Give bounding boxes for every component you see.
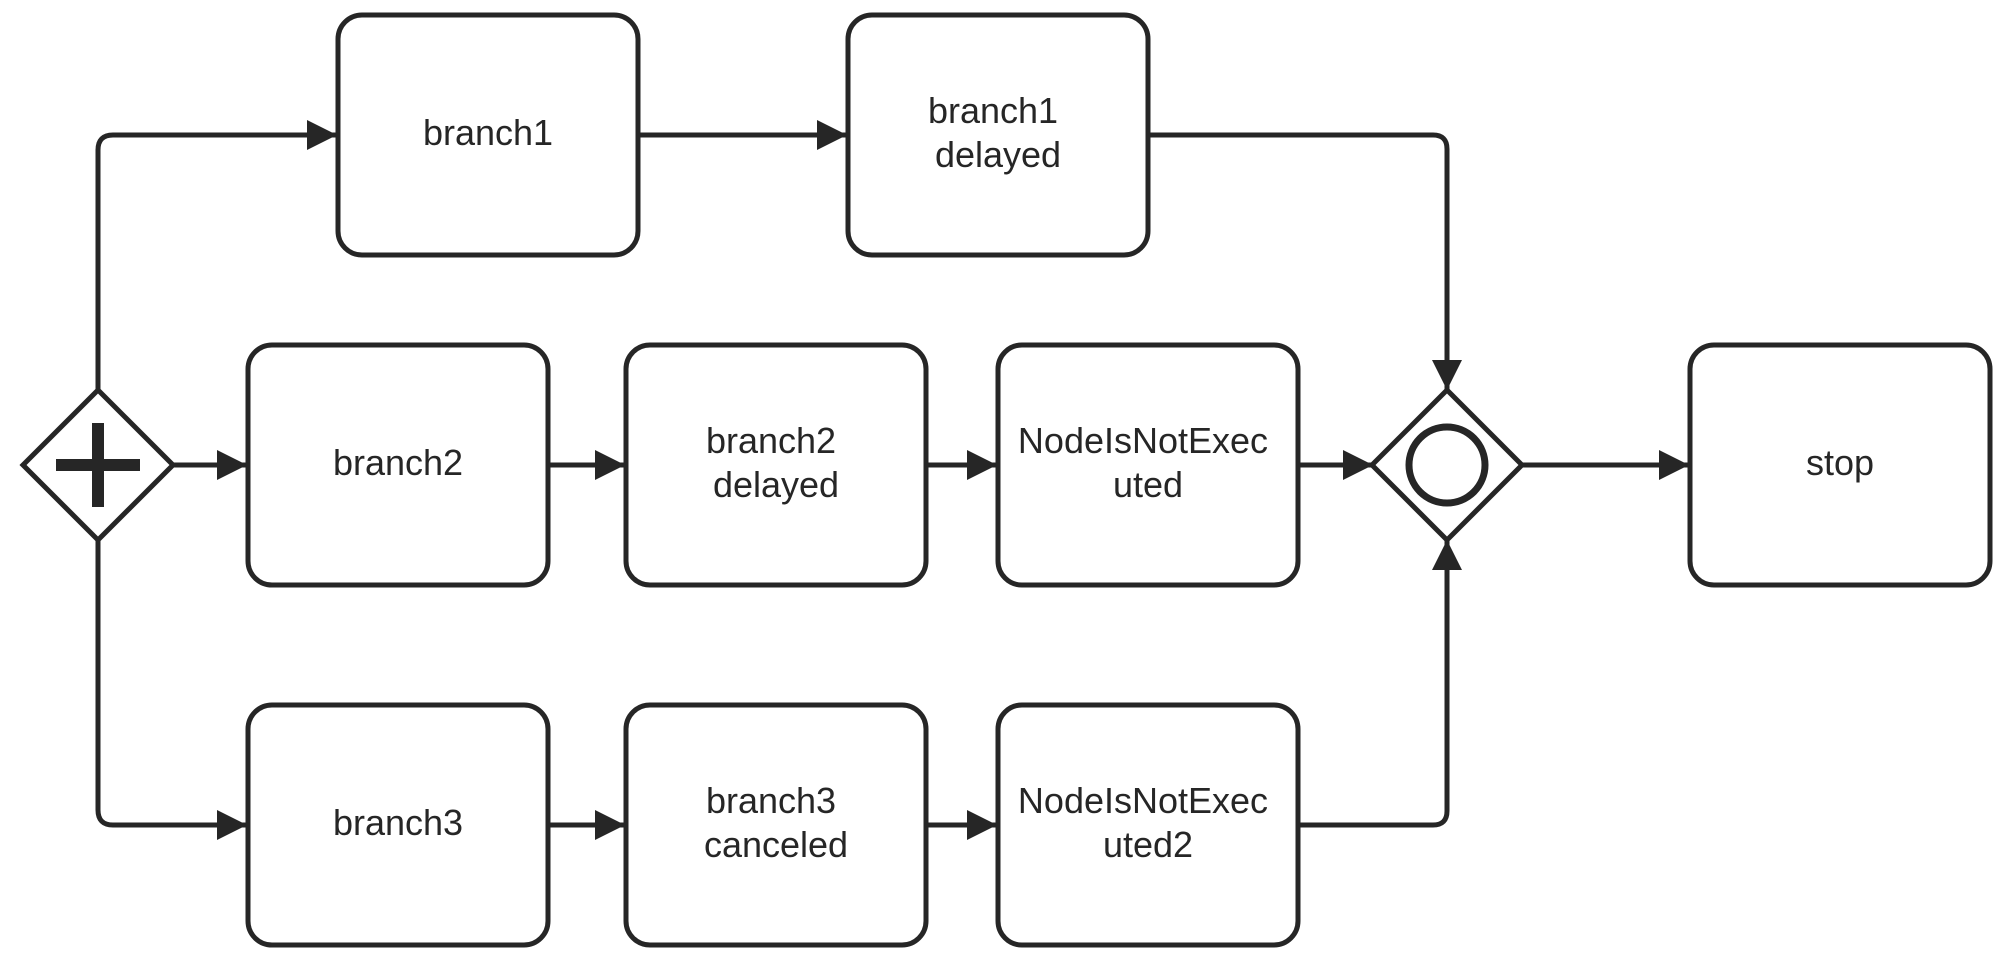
task-label-line: delayed: [713, 464, 839, 505]
inclusive-gateway[interactable]: [1368, 386, 1526, 544]
task-label: branch2 delayed: [706, 420, 846, 505]
task-label-line: branch2: [333, 442, 463, 483]
parallel-gateway[interactable]: [19, 386, 177, 544]
task-stop[interactable]: stop: [1687, 342, 1993, 588]
plus-icon: [56, 423, 140, 507]
task-label: NodeIsNotExec uted2: [1018, 780, 1278, 865]
task-label-line: NodeIsNotExec: [1018, 420, 1268, 461]
task-node-is-not-executed2[interactable]: NodeIsNotExec uted2: [995, 702, 1301, 948]
task-label-line: branch1: [423, 112, 553, 153]
task-label: branch1 delayed: [928, 90, 1068, 175]
task-branch3[interactable]: branch3: [245, 702, 551, 948]
task-label-line: uted2: [1103, 824, 1193, 865]
task-label-line: uted: [1113, 464, 1183, 505]
flow-branch1-delayed-to-join: [1148, 132, 1462, 390]
flow-split-to-branch1: [95, 120, 337, 390]
circle-icon: [1405, 423, 1489, 507]
task-label-line: NodeIsNotExec: [1018, 780, 1268, 821]
task-label-line: canceled: [704, 824, 848, 865]
task-branch1[interactable]: branch1: [335, 12, 641, 258]
task-label-line: branch3: [706, 780, 836, 821]
task-label: branch3: [333, 802, 463, 843]
task-label: stop: [1806, 442, 1874, 483]
task-label-line: branch3: [333, 802, 463, 843]
task-branch3-canceled[interactable]: branch3 canceled: [623, 702, 929, 948]
task-branch2-delayed[interactable]: branch2 delayed: [623, 342, 929, 588]
task-label: NodeIsNotExec uted: [1018, 420, 1278, 505]
task-label-line: delayed: [935, 134, 1061, 175]
task-label-line: branch1: [928, 90, 1058, 131]
flow-node2-to-join: [1298, 540, 1462, 828]
task-node-is-not-executed[interactable]: NodeIsNotExec uted: [995, 342, 1301, 588]
task-label: branch2: [333, 442, 463, 483]
task-label: branch1: [423, 112, 553, 153]
task-branch1-delayed[interactable]: branch1 delayed: [845, 12, 1151, 258]
flow-split-to-branch3: [95, 540, 247, 840]
task-label-line: branch2: [706, 420, 836, 461]
task-label: branch3 canceled: [704, 780, 848, 865]
task-branch2[interactable]: branch2: [245, 342, 551, 588]
task-label-line: stop: [1806, 442, 1874, 483]
